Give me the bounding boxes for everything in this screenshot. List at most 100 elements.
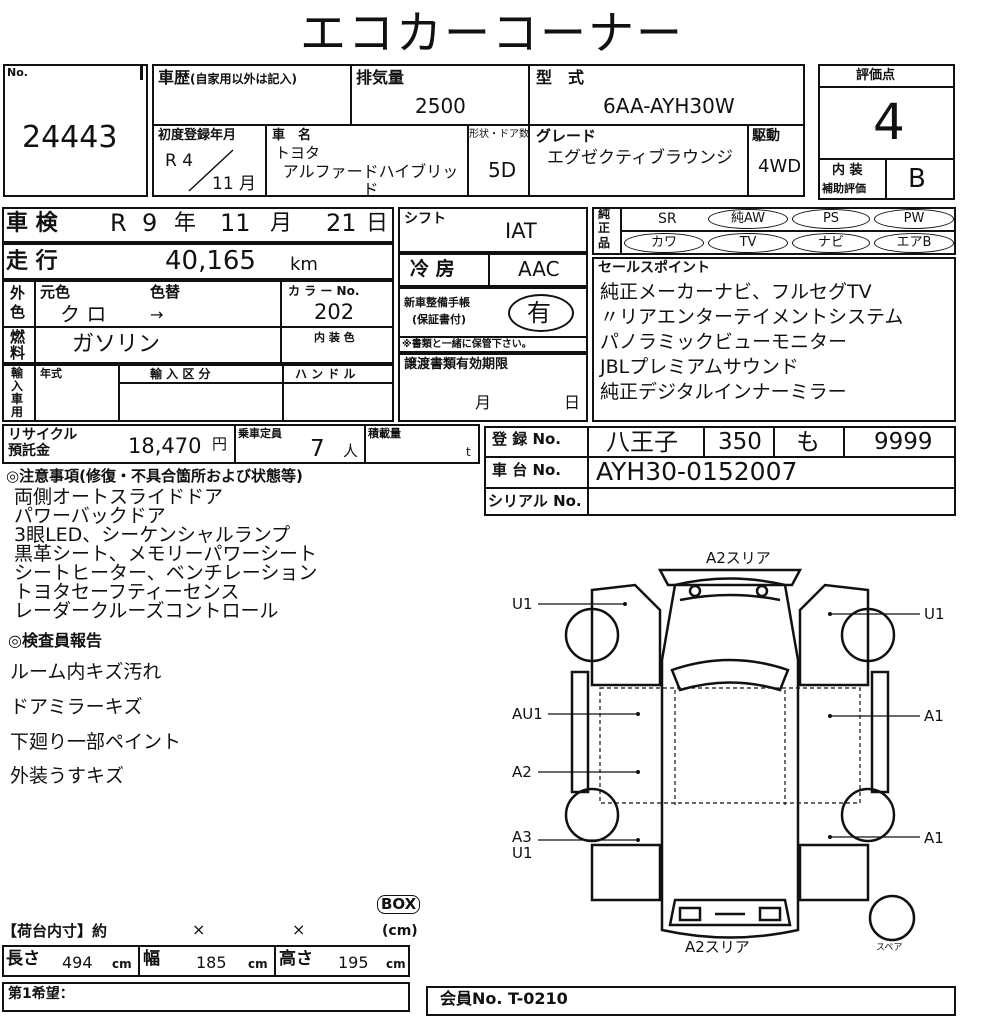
cargo-width-label: 幅 (143, 949, 160, 969)
first-reg-era: R 4 (165, 151, 194, 171)
recycle-label-1: リサイクル (8, 427, 78, 443)
spec-grid (152, 64, 805, 197)
inspection-year-unit: 年 (174, 211, 197, 236)
manual-value-circle (508, 294, 574, 332)
cargo-length-label: 長さ (6, 949, 40, 969)
genuine-sr: SR (658, 211, 677, 227)
import-label-2: 入 (11, 379, 24, 393)
history-label: 車歴(自家用以外は記入) (158, 68, 297, 87)
chassis-label: 車 台 No. (492, 461, 562, 479)
recycle-unit: 円 (212, 435, 228, 453)
cargo-dimensions-row (2, 945, 410, 977)
score-value: 4 (873, 93, 905, 151)
registration-kana: も (796, 428, 820, 456)
shift-value: IAT (505, 219, 537, 243)
car-maker: トヨタ (275, 144, 321, 162)
inspector-line: ドアミラーキズ (10, 696, 143, 718)
color-no-label: カ ラ ー No. (288, 284, 360, 298)
sales-point: パノラミックビューモニター (600, 331, 848, 353)
score-label: 評価点 (856, 68, 896, 83)
car-name-label: 車 名 (272, 128, 312, 143)
model-value: 6AA-AYH30W (603, 94, 735, 118)
cargo-length: 494 (62, 953, 93, 972)
sales-points-box (592, 257, 956, 422)
note-line: 両側オートスライドドア (14, 486, 224, 508)
genuine-label-2: 正 (598, 221, 611, 235)
genuine-tv: TV (708, 233, 788, 253)
diagram-left-u1-b: U1 (512, 844, 533, 862)
cargo-height-label: 高さ (279, 949, 313, 969)
diagram-top-label: A2スリア (706, 549, 771, 567)
color-change-arrow: → (150, 305, 164, 324)
load-label: 積載量 (368, 427, 401, 440)
transfer-row (398, 353, 588, 422)
interior-score-label-2: 補助評価 (822, 182, 866, 195)
member-label: 会員No. T-0210 (440, 989, 568, 1008)
fuel-label-1: 燃 (10, 328, 26, 346)
capacity-value: 7 (310, 436, 325, 462)
fuel-label-2: 料 (10, 344, 26, 362)
registration-class: 350 (718, 429, 762, 455)
grade-value: エグゼクティブラウンジ (547, 148, 733, 168)
cargo-times-2: × (292, 920, 306, 939)
import-label-3: 車 (11, 392, 24, 406)
diagram-left-a3: A3 (512, 828, 532, 846)
cargo-width-unit: cm (248, 957, 268, 971)
member-value: T-0210 (508, 989, 568, 1008)
shift-row (398, 207, 588, 253)
inspector-line: 下廻り一部ペイント (10, 731, 182, 753)
displacement-value: 2500 (415, 94, 466, 118)
genuine-aw: 純AW (708, 209, 788, 229)
inspection-row (2, 207, 394, 243)
diagram-right-a1-b: A1 (924, 829, 944, 847)
genuine-pw: PW (874, 209, 954, 229)
cargo-length-unit: cm (112, 957, 132, 971)
genuine-ps: PS (792, 209, 870, 229)
registration-number: 9999 (874, 429, 933, 455)
first-reg-month: 11 月 (212, 174, 257, 194)
lot-label: No. (7, 66, 28, 79)
inspection-label: 車 検 (6, 211, 58, 236)
sales-point: 純正メーカーナビ、フルセグTV (600, 281, 872, 303)
mileage-row (2, 243, 394, 280)
mileage-label: 走 行 (6, 249, 58, 274)
inspection-month-unit: 月 (270, 211, 293, 236)
sales-points-label: セールスポイント (598, 260, 710, 276)
color-value: ク ロ (60, 302, 107, 326)
genuine-label-1: 純 (598, 207, 611, 221)
car-damage-diagram (538, 568, 920, 942)
interior-score-value: B (908, 164, 926, 194)
car-name-value: アルファードハイブリッド (282, 163, 459, 196)
cargo-box-label: BOX (377, 895, 421, 914)
drive-value: 4WD (758, 156, 802, 177)
fuel-value: ガソリン (72, 332, 161, 357)
color-no-value: 202 (314, 300, 355, 324)
serial-label: シリアル No. (488, 492, 582, 510)
diagram-right-a1: A1 (924, 707, 944, 725)
doors-label: 形状・ドア数 (469, 129, 529, 140)
color-orig-label: 元色 (40, 283, 71, 301)
interior-color-label: 内 装 色 (314, 331, 355, 344)
note-line: パワーバックドア (14, 505, 166, 527)
note-line: シートヒーター、ベンチレーション (14, 562, 318, 584)
cargo-height-unit: cm (386, 957, 406, 971)
ac-row (398, 253, 588, 287)
inspection-day: 21 (326, 209, 357, 237)
inspector-label: ◎検査員報告 (8, 631, 102, 650)
cargo-times-1: × (192, 920, 206, 939)
manual-row (398, 287, 588, 353)
note-line: 3眼LED、シーケンシャルランプ (14, 524, 291, 546)
mileage-unit: km (290, 254, 318, 275)
inspection-month: 11 (220, 209, 251, 237)
diagram-bottom-label: A2スリア (685, 938, 750, 956)
diagram-left-au1: AU1 (512, 705, 543, 723)
manual-value: 有 (527, 299, 551, 327)
inspector-line: ルーム内キズ汚れ (10, 661, 162, 683)
shift-label: シフト (404, 211, 446, 227)
date-slash (188, 149, 234, 192)
inspector-line: 外装うすキズ (10, 765, 125, 787)
cargo-height: 195 (338, 953, 369, 972)
cargo-width: 185 (196, 953, 227, 972)
genuine-airbag: エアB (874, 233, 954, 253)
import-category-label: 輸 入 区 分 (150, 367, 211, 381)
